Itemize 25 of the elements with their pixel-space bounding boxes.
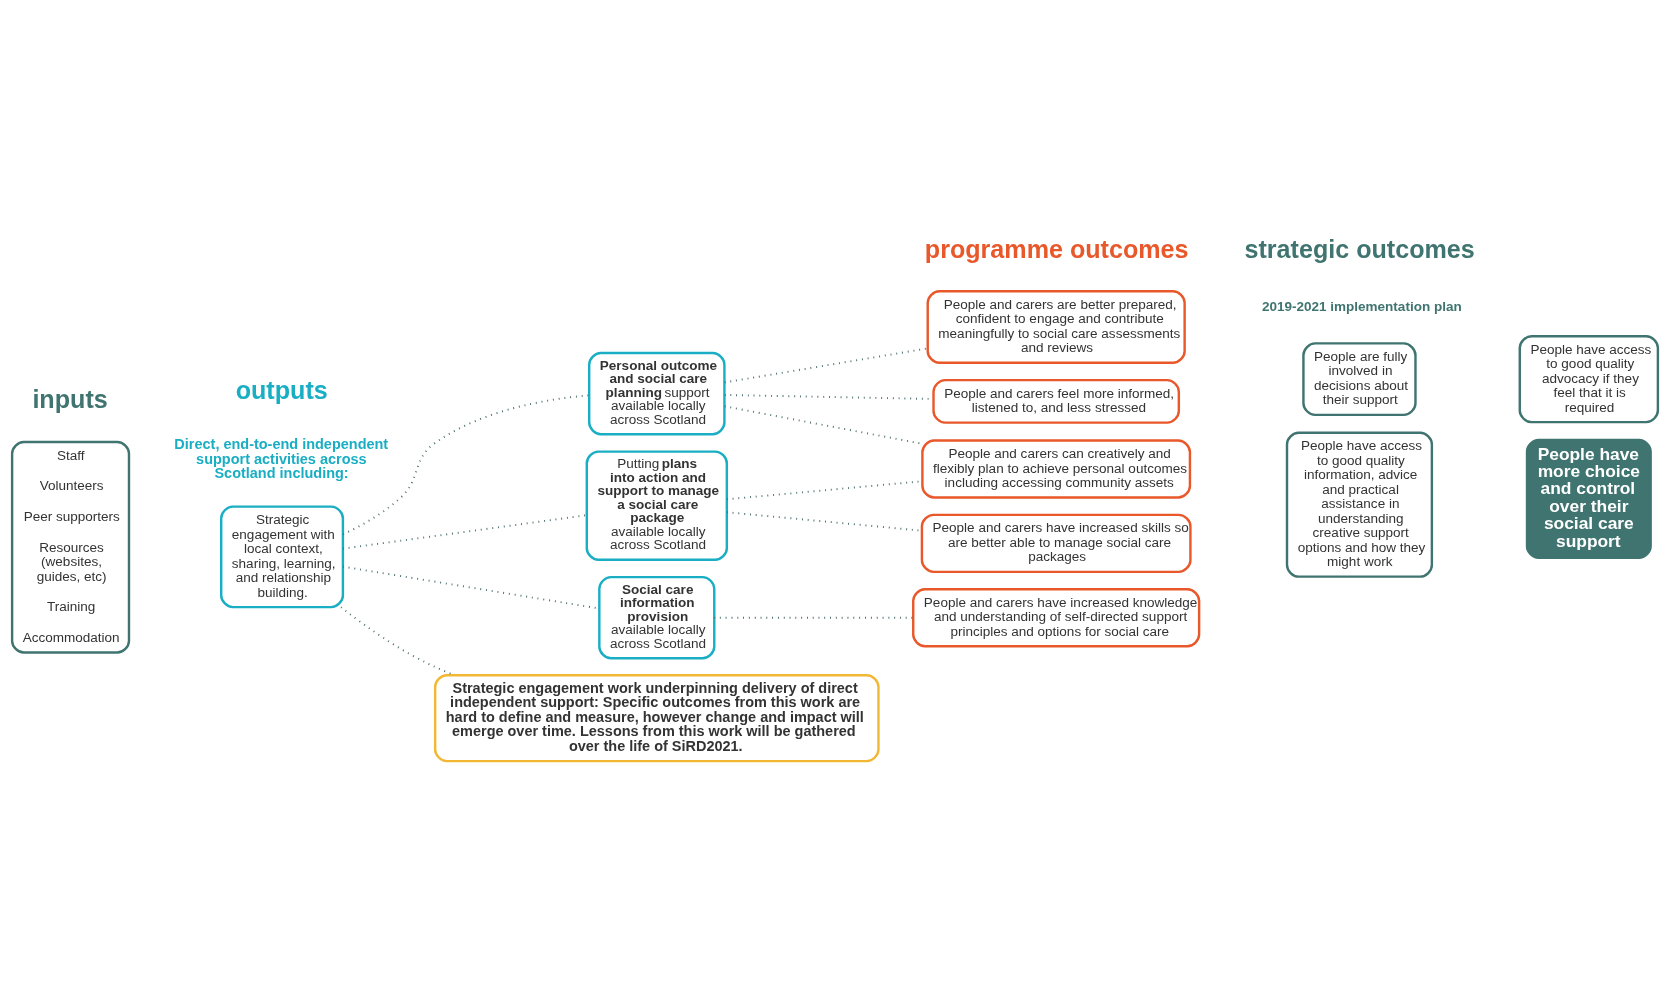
node-box: People and carers have increased knowledge and understanding of self-directed support principles and options for social care xyxy=(912,588,1201,648)
label: Direct, end-to-end independent support activities across Scotland including: xyxy=(174,436,389,482)
node-box: Social care information provision available locally across Scotland xyxy=(598,575,716,660)
label: programme outcomes xyxy=(924,234,1189,263)
node-box: People and carers can creatively and flexibly plan to achieve personal outcomes including accessing community assets xyxy=(921,439,1192,499)
node-box: People are fully involved in decisions about their support xyxy=(1302,342,1417,417)
node-box: People and carers feel more informed, listened to, and less stressed xyxy=(932,378,1181,424)
node-box: People have more choice and control over their social care support xyxy=(1525,438,1652,560)
connector xyxy=(341,514,588,550)
label: outputs xyxy=(235,375,328,404)
node-box: Putting plans into action and support to manage a social care package available locally across Scotland xyxy=(585,450,729,561)
node-box: Strategic engagement with local context, sharing, learning, and relationship building. xyxy=(220,505,345,609)
node-box: Strategic engagement work underpinning delivery of direct independent support: Specific outcomes from this work are hard to define and measure, however change and impact will emerge over time. Lessons from this work will be gathered over the life of SiRD2021. xyxy=(433,673,880,763)
node-box: People and carers have increased skills so are better able to manage social care packages xyxy=(920,513,1192,574)
label: strategic outcomes xyxy=(1244,234,1475,263)
node-box: Staff Volunteers Peer supporters Resources (websites, guides, etc) Training Accommodation xyxy=(10,440,131,654)
node-box: Personal outcome and social care planning support available locally across Scotland xyxy=(588,351,726,436)
connector xyxy=(723,347,929,384)
node-box: People have access to good quality information, advice and practical assistance in understanding creative support options and how they might work xyxy=(1285,431,1434,578)
connector xyxy=(342,394,591,536)
node-box: People and carers are better prepared, confident to engage and contribute meaningfully to social care assessments and reviews xyxy=(926,290,1186,364)
label: inputs xyxy=(32,385,108,414)
label: 2019-2021 implementation plan xyxy=(1261,299,1462,315)
connector xyxy=(713,616,915,619)
node-box: People have access to good quality advocacy if they feel that it is required xyxy=(1518,334,1660,424)
